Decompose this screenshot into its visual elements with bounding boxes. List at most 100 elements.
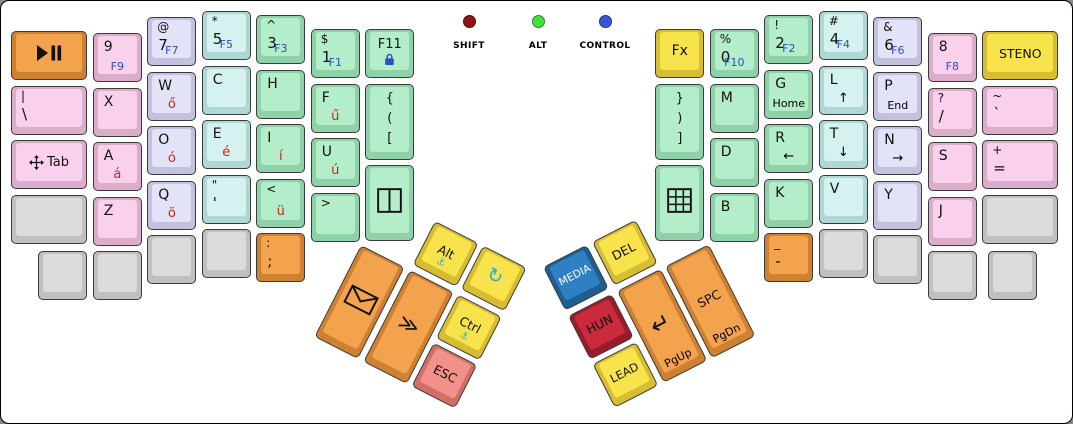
key-legend: HUN [583, 311, 616, 338]
key-blank-right[interactable] [982, 194, 1059, 244]
key-quote[interactable]: "' [201, 174, 251, 224]
key-bottom-right-3[interactable] [873, 235, 923, 284]
key-bottom-left-2[interactable] [92, 251, 142, 300]
key-split-window[interactable] [365, 165, 415, 242]
key-sub-legend: ú [331, 163, 340, 178]
key-sub-legend: ő [167, 96, 176, 112]
key-bottom-right-5[interactable] [987, 251, 1037, 300]
key-shift-legend: _ [774, 236, 781, 250]
led-shift-dot [462, 15, 476, 28]
key-minus[interactable]: _- [764, 233, 814, 282]
key-grid[interactable] [655, 165, 705, 242]
key-r[interactable]: R← [764, 124, 814, 173]
key-bottom-left-3[interactable] [147, 235, 197, 284]
key-legend-stack: {([ [385, 90, 394, 147]
key-bottom-right-2[interactable] [818, 229, 868, 278]
key-b[interactable]: B [709, 192, 759, 242]
key-play-pause[interactable] [11, 31, 87, 80]
key-shift-legend: ^ [266, 18, 277, 32]
key-compose[interactable] [314, 244, 405, 360]
key-legend: D [720, 144, 732, 160]
key-h[interactable]: H [256, 69, 306, 119]
key-sub-legend: F4 [836, 38, 850, 51]
move-icon [28, 154, 44, 170]
key-legend: ; [267, 252, 273, 270]
key-plus-equals[interactable]: += [982, 140, 1059, 189]
key-legend: M [720, 89, 733, 106]
key-legend: G [775, 75, 787, 92]
key-s[interactable]: S [927, 142, 977, 191]
key-legend: 2 [775, 34, 785, 52]
key-legend: / [938, 106, 944, 125]
key-fx[interactable]: Fx [655, 29, 705, 78]
key-d[interactable]: D [709, 138, 759, 187]
key-legend: 4 [829, 30, 840, 48]
key-question-slash[interactable]: ?/ [927, 87, 977, 137]
key-close-brackets[interactable]: })] [655, 83, 705, 160]
key-legend: P [884, 77, 893, 94]
key-shift-legend: * [211, 14, 218, 28]
key-tilde-backtick[interactable]: ~` [982, 85, 1059, 135]
key-steno[interactable]: STENO [982, 31, 1059, 80]
key-k[interactable]: K [764, 178, 814, 228]
key-legend: X [103, 93, 114, 110]
key-sub-legend: ö [167, 205, 176, 221]
key-shift-legend: # [828, 14, 839, 28]
key-sub-legend: ↓ [837, 145, 849, 160]
key-sub-legend: ü [276, 203, 285, 219]
key-v[interactable]: V [818, 174, 868, 224]
key-legend: STENO [998, 45, 1042, 61]
key-bottom-left-1[interactable] [38, 251, 88, 300]
key-l[interactable]: L↑ [818, 65, 868, 115]
key-legend: C [212, 71, 223, 88]
key-c[interactable]: C [201, 65, 251, 115]
key-bottom-left-4[interactable] [201, 229, 251, 278]
key-shift-legend: $ [320, 32, 329, 46]
key-pipe-backslash[interactable]: |\ [11, 85, 87, 135]
key-sub-legend: PgUp [662, 345, 694, 371]
key-blank-left[interactable] [11, 194, 87, 244]
key-t[interactable]: T↓ [818, 120, 868, 169]
key-y[interactable]: Y [873, 180, 923, 230]
key-x[interactable]: X [92, 87, 142, 137]
key-shift-legend: : [266, 236, 271, 250]
key-n[interactable]: N→ [873, 126, 923, 175]
key-period-gt[interactable]: > [310, 192, 360, 242]
key-f11[interactable]: F11 [365, 29, 415, 78]
key-z[interactable]: Z [92, 196, 142, 246]
key-shift-legend: % [719, 32, 732, 46]
led-alt-label: ALT [528, 41, 548, 51]
key-comma-lt[interactable]: <ü [256, 178, 306, 228]
key-j[interactable]: J [927, 196, 977, 246]
key-colon-semicolon[interactable]: :; [256, 233, 306, 282]
key-bottom-right-4[interactable] [927, 251, 977, 300]
key-m[interactable]: M [709, 83, 759, 133]
key-legend: 5 [212, 30, 223, 48]
key-legend: F [321, 89, 330, 106]
key-legend: ` [993, 104, 1001, 123]
key-tab[interactable]: Tab [11, 140, 87, 189]
key-legend: = [993, 159, 1006, 177]
key-open-brackets[interactable]: {([ [365, 83, 415, 160]
key-legend: ↻ [482, 262, 508, 290]
